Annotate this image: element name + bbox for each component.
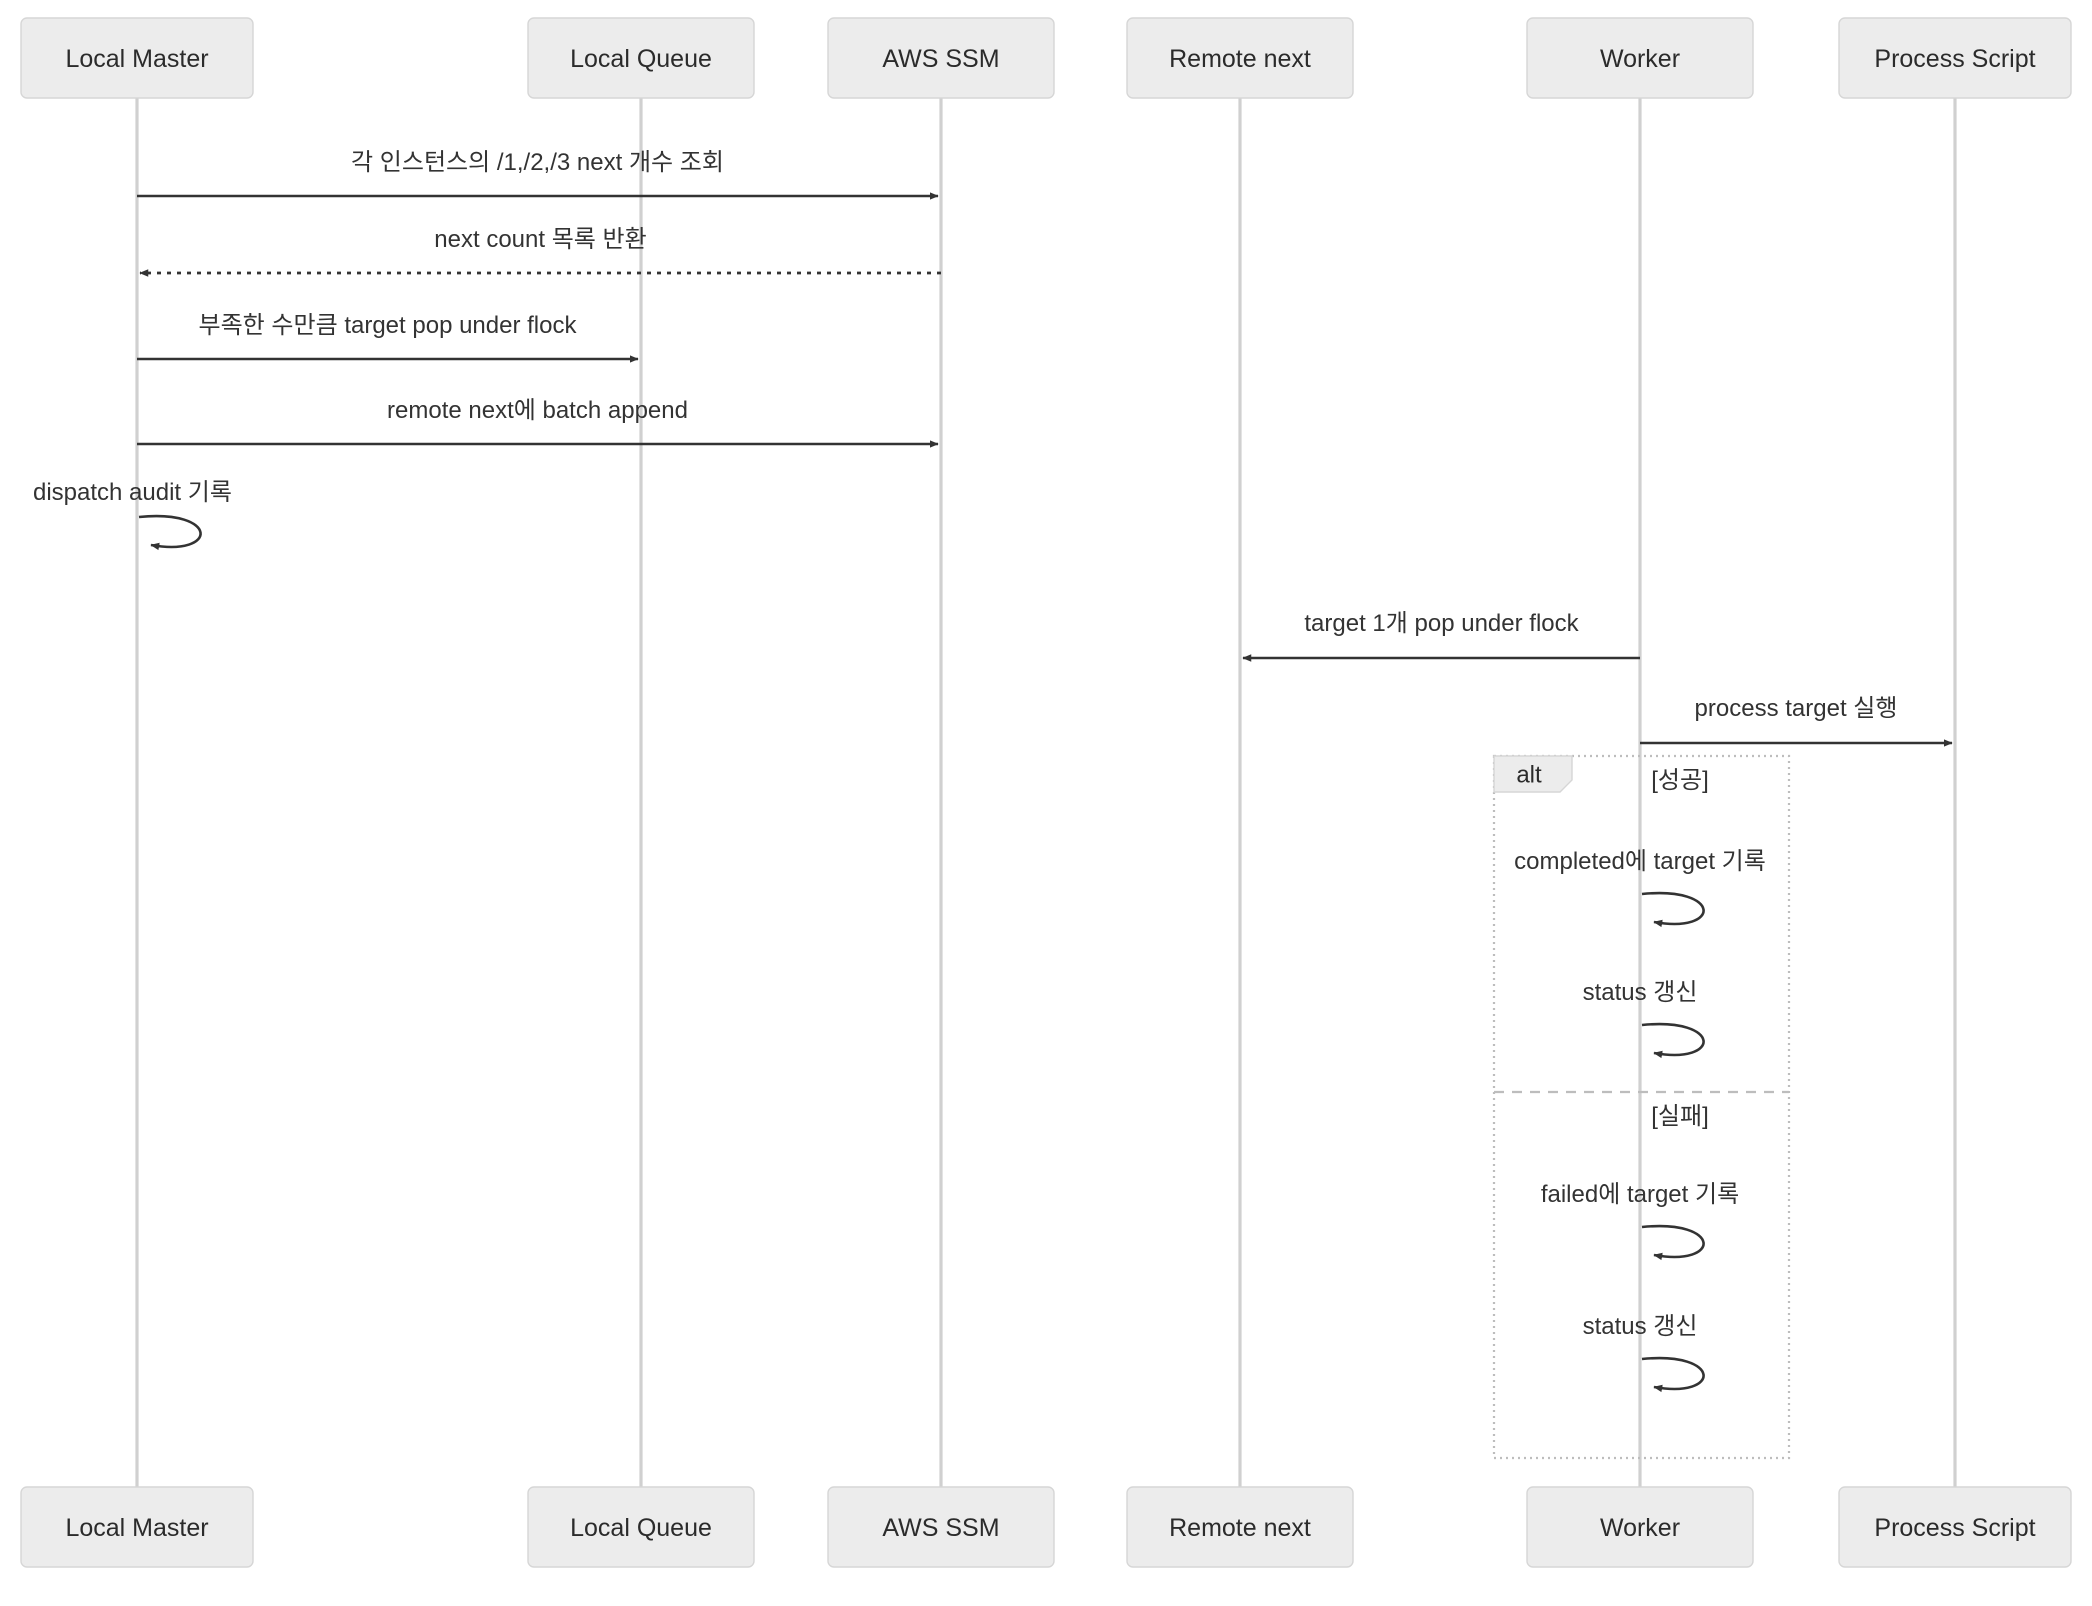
actor-label: AWS SSM <box>882 1514 999 1542</box>
actor-box <box>1526 1486 1754 1568</box>
message-self-loop <box>138 514 202 551</box>
fragment-condition-alt-section-success: [성공] <box>1651 767 1709 794</box>
actor-local-master-top[interactable]: Local Master <box>20 17 254 99</box>
message-m10[interactable]: failed에 target 기록 <box>1541 1181 1739 1261</box>
message-m3[interactable]: 부족한 수만큼 target pop under flock <box>137 312 639 363</box>
actor-local-queue-bottom[interactable]: Local Queue <box>527 1486 755 1568</box>
fragment-tab-label: alt <box>1516 762 1542 789</box>
actor-aws-ssm-bottom[interactable]: AWS SSM <box>827 1486 1055 1568</box>
message-label: target 1개 pop under flock <box>1304 610 1579 637</box>
actor-box <box>1838 17 2072 99</box>
message-label: status 갱신 <box>1583 979 1698 1006</box>
actor-label: AWS SSM <box>882 45 999 73</box>
actor-process-script-top[interactable]: Process Script <box>1838 17 2072 99</box>
message-self-loop <box>1641 1022 1705 1059</box>
actor-worker-top[interactable]: Worker <box>1526 17 1754 99</box>
actor-label: Worker <box>1600 45 1680 73</box>
actor-remote-next-top[interactable]: Remote next <box>1126 17 1354 99</box>
fragment-condition-alt-section-failure: [실패] <box>1651 1103 1709 1130</box>
messages-layer: 각 인스턴스의 /1,/2,/3 next 개수 조회 next count 목록… <box>33 149 1953 1393</box>
message-m2[interactable]: next count 목록 반환 <box>139 226 941 277</box>
actor-box <box>527 17 755 99</box>
message-label: remote next에 batch append <box>387 397 688 424</box>
lifelines-layer <box>135 98 1957 1487</box>
message-m9[interactable]: status 갱신 <box>1583 979 1705 1059</box>
message-label: status 갱신 <box>1583 1313 1698 1340</box>
actor-box <box>827 1486 1055 1568</box>
fragment-alt-fragment: alt [성공] [실패] <box>1492 754 1791 1460</box>
actor-label: Local Queue <box>570 1514 712 1542</box>
actor-box <box>1126 17 1354 99</box>
message-label: dispatch audit 기록 <box>33 479 232 506</box>
fragments-layer: alt [성공] [실패] <box>1492 754 1791 1460</box>
actor-local-queue-top[interactable]: Local Queue <box>527 17 755 99</box>
message-label: failed에 target 기록 <box>1541 1181 1739 1208</box>
message-m5[interactable]: dispatch audit 기록 <box>33 479 232 551</box>
message-label: completed에 target 기록 <box>1514 848 1766 875</box>
actor-box <box>1526 17 1754 99</box>
message-self-loop <box>1641 1224 1705 1261</box>
actor-label: Worker <box>1600 1514 1680 1542</box>
actor-box <box>527 1486 755 1568</box>
actor-box <box>1838 1486 2072 1568</box>
actor-aws-ssm-top[interactable]: AWS SSM <box>827 17 1055 99</box>
message-m4[interactable]: remote next에 batch append <box>137 397 939 448</box>
message-label: next count 목록 반환 <box>434 226 646 253</box>
message-m11[interactable]: status 갱신 <box>1583 1313 1705 1393</box>
message-m7[interactable]: process target 실행 <box>1640 695 1953 747</box>
actor-label: Remote next <box>1169 1514 1311 1542</box>
actor-local-master-bottom[interactable]: Local Master <box>20 1486 254 1568</box>
message-label: 부족한 수만큼 target pop under flock <box>199 312 578 339</box>
actor-label: Process Script <box>1874 1514 2035 1542</box>
actor-worker-bottom[interactable]: Worker <box>1526 1486 1754 1568</box>
actor-process-script-bottom[interactable]: Process Script <box>1838 1486 2072 1568</box>
actor-box <box>20 1486 254 1568</box>
message-self-loop <box>1641 1356 1705 1393</box>
message-label: process target 실행 <box>1695 695 1898 722</box>
actor-label: Local Master <box>65 45 208 73</box>
actor-label: Local Master <box>65 1514 208 1542</box>
actor-label: Process Script <box>1874 45 2035 73</box>
actor-box <box>1126 1486 1354 1568</box>
actor-box <box>827 17 1055 99</box>
message-m1[interactable]: 각 인스턴스의 /1,/2,/3 next 개수 조회 <box>137 149 939 200</box>
message-self-loop <box>1641 891 1705 928</box>
actor-remote-next-bottom[interactable]: Remote next <box>1126 1486 1354 1568</box>
message-m6[interactable]: target 1개 pop under flock <box>1242 610 1640 662</box>
actor-label: Local Queue <box>570 45 712 73</box>
fragment-tab <box>1493 755 1573 793</box>
actor-label: Remote next <box>1169 45 1311 73</box>
message-m8[interactable]: completed에 target 기록 <box>1514 848 1766 928</box>
actor-box <box>20 17 254 99</box>
message-label: 각 인스턴스의 /1,/2,/3 next 개수 조회 <box>351 149 724 176</box>
